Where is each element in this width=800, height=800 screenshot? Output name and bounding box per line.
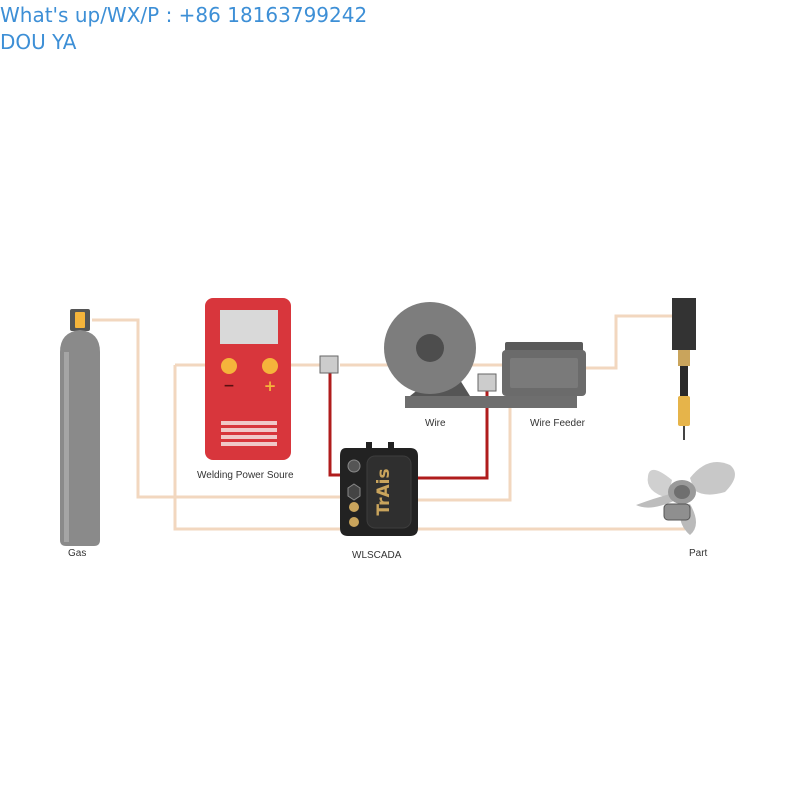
welding-power-source-icon (205, 298, 291, 460)
wire-feeder-icon (502, 342, 586, 396)
sensor-line-lower (173, 365, 685, 531)
device-logo: TrAis (374, 468, 394, 515)
gas-cylinder-icon (60, 309, 100, 546)
connector-box-right (477, 373, 497, 392)
watermark-line-1: What's up/WX/P : +86 18163799242 (0, 3, 368, 27)
connector-box-left (319, 355, 339, 374)
label-gas: Gas (68, 548, 87, 559)
fan-part-icon (636, 461, 735, 535)
label-wire: Wire (425, 418, 446, 429)
feeder-return-line (400, 400, 512, 502)
label-power-source: Welding Power Soure (197, 470, 294, 481)
label-wlscada: WLSCADA (352, 550, 402, 561)
watermark-line-2: DOU YA (0, 30, 77, 54)
label-wire-feeder: Wire Feeder (530, 418, 586, 429)
power-source-plus-sign: + (264, 377, 277, 395)
wlscada-device-icon (340, 442, 418, 536)
welding-torch-icon (672, 298, 696, 440)
label-part: Part (689, 548, 708, 559)
watermark: What's up/WX/P : +86 18163799242 DOU YA (0, 2, 367, 56)
power-cable-right (400, 390, 489, 480)
torch-hose-line (583, 314, 672, 370)
gas-hose-line (92, 318, 355, 499)
wire-spool-icon (384, 302, 577, 408)
power-source-minus-sign: − (223, 378, 235, 394)
